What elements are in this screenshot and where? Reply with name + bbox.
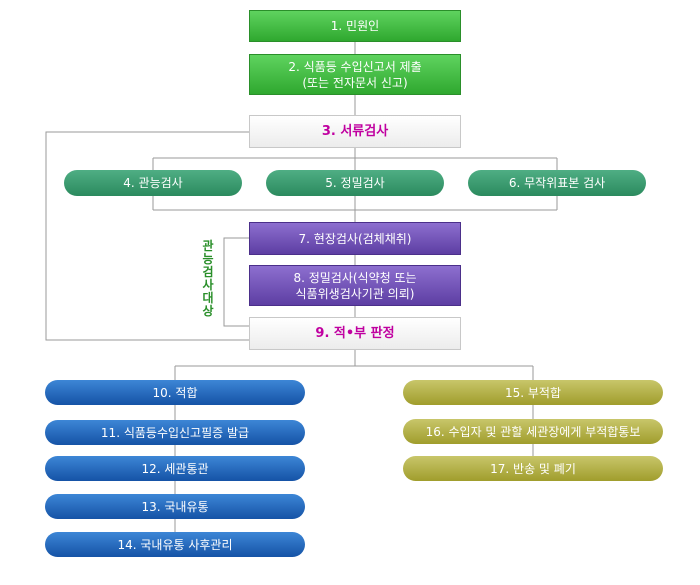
side-label-char: 대 — [202, 291, 214, 305]
step-3-document-inspection: 3. 서류검사 — [249, 115, 461, 148]
step-13-domestic-distribution: 13. 국내유통 — [45, 494, 305, 519]
step-12-customs-clearance: 12. 세관통관 — [45, 456, 305, 481]
step-2-label-line1: 2. 식품등 수입신고서 제출 — [288, 59, 422, 74]
step-10-pass: 10. 적합 — [45, 380, 305, 405]
step-7-onsite-inspection: 7. 현장검사(검체채취) — [249, 222, 461, 255]
step-10-label: 10. 적합 — [152, 385, 198, 400]
step-2-label-line2: (또는 전자문서 신고) — [302, 75, 408, 90]
step-2-import-declaration: 2. 식품등 수입신고서 제출 (또는 전자문서 신고) — [249, 54, 461, 95]
step-8-label-line1: 8. 정밀검사(식약청 또는 — [293, 270, 417, 285]
step-17-label: 17. 반송 및 폐기 — [490, 461, 576, 476]
step-16-notification: 16. 수입자 및 관할 세관장에게 부적합통보 — [403, 419, 663, 444]
step-15-fail: 15. 부적합 — [403, 380, 663, 405]
step-16-label: 16. 수입자 및 관할 세관장에게 부적합통보 — [425, 424, 641, 439]
step-9-decision: 9. 적•부 판정 — [249, 317, 461, 350]
step-14-label: 14. 국내유통 사후관리 — [117, 537, 233, 552]
step-8-label-line2: 식품위생검사기관 의뢰) — [295, 286, 415, 301]
step-11-label: 11. 식품등수입신고필증 발급 — [100, 425, 250, 440]
side-label-char: 검 — [202, 265, 214, 279]
step-17-return-disposal: 17. 반송 및 폐기 — [403, 456, 663, 481]
step-1-applicant: 1. 민원인 — [249, 10, 461, 42]
side-label-char: 관 — [202, 239, 214, 253]
step-11-certificate-issuance: 11. 식품등수입신고필증 발급 — [45, 420, 305, 445]
step-6-label: 6. 무작위표본 검사 — [508, 176, 606, 190]
side-label-char: 상 — [202, 304, 214, 318]
step-8-lab-precision-inspection: 8. 정밀검사(식약청 또는 식품위생검사기관 의뢰) — [249, 265, 461, 306]
step-6-random-sample-inspection: 6. 무작위표본 검사 — [468, 170, 646, 196]
step-4-label: 4. 관능검사 — [123, 176, 183, 190]
step-1-label: 1. 민원인 — [330, 19, 380, 33]
side-label-char: 사 — [202, 278, 214, 292]
step-9-label: 9. 적•부 판정 — [315, 325, 395, 341]
side-label-char: 능 — [202, 252, 214, 266]
step-13-label: 13. 국내유통 — [141, 499, 209, 514]
step-5-precision-inspection: 5. 정밀검사 — [266, 170, 444, 196]
step-3-label: 3. 서류검사 — [321, 123, 389, 139]
step-14-post-management: 14. 국내유통 사후관리 — [45, 532, 305, 557]
step-12-label: 12. 세관통관 — [141, 461, 209, 476]
step-7-label: 7. 현장검사(검체채취) — [298, 231, 412, 246]
step-5-label: 5. 정밀검사 — [325, 176, 385, 190]
step-4-sensory-inspection: 4. 관능검사 — [64, 170, 242, 196]
step-15-label: 15. 부적합 — [504, 385, 562, 400]
sensory-target-side-label: 관 능 검 사 대 상 — [198, 240, 218, 318]
